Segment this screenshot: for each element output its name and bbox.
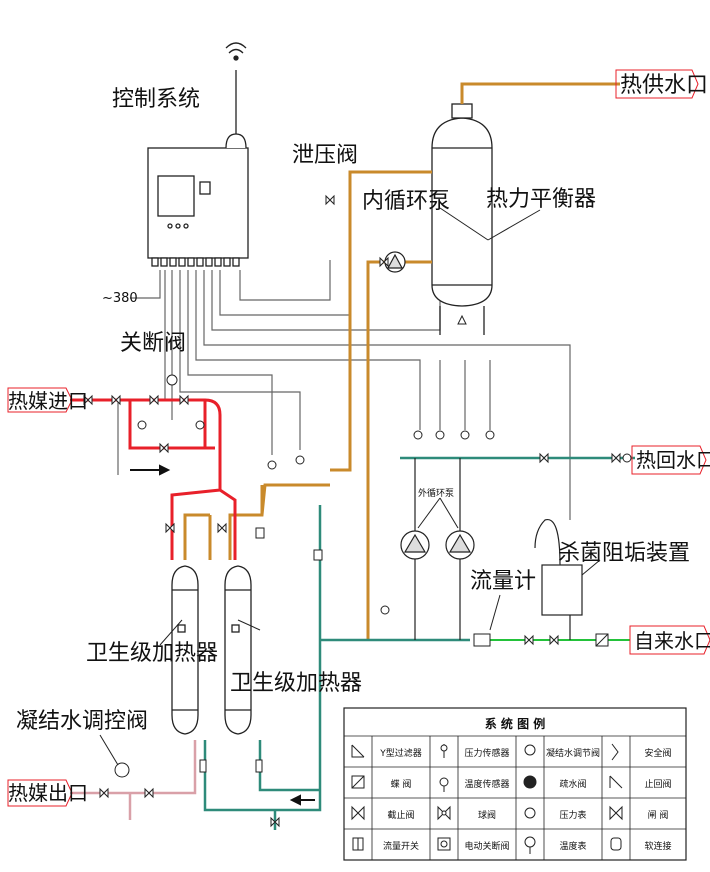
shutoff-valve-label: 关断阀 xyxy=(120,331,186,356)
tap-water-inlet-label: 自来水口 xyxy=(634,629,710,653)
flowmeter-label: 流量计 xyxy=(470,569,536,594)
legend-item: 温度表 xyxy=(559,840,586,852)
condensate-valve-label: 凝结水调控阀 xyxy=(16,709,148,734)
legend-item: 止回阀 xyxy=(644,778,671,790)
internal-pump xyxy=(384,251,406,273)
legend-item: 压力表 xyxy=(559,809,586,821)
legend-item: 蝶 阀 xyxy=(391,778,412,790)
legend-title: 系 统 图 例 xyxy=(485,716,546,731)
legend-item: Y型过滤器 xyxy=(379,747,422,759)
sanitary-heater-1-label: 卫生级加热器 xyxy=(86,641,218,666)
sterilizer-device xyxy=(534,519,583,640)
legend-table: 系 统 图 例 xyxy=(343,707,687,861)
sanitary-heaters xyxy=(171,565,252,735)
legend-symbols xyxy=(351,743,623,854)
sterilizer-label: 杀菌阻垢装置 xyxy=(558,541,690,566)
legend-item: 软连接 xyxy=(644,840,671,852)
legend-item: 电动关断阀 xyxy=(464,840,509,852)
return-water-lines xyxy=(203,456,635,830)
heat-medium-outlet-label: 热媒出口 xyxy=(8,781,88,805)
control-system-label: 控制系统 xyxy=(112,87,200,112)
valves-and-gauges xyxy=(83,194,632,828)
legend-item: 闸 阀 xyxy=(648,810,669,821)
flow-arrows xyxy=(130,464,315,806)
legend-item: 疏水阀 xyxy=(559,778,586,790)
legend-item: 截止阀 xyxy=(387,809,414,821)
heat-balancer-tank xyxy=(431,103,493,335)
pressure-relief-valve-label: 泄压阀 xyxy=(292,143,358,168)
leader-lines xyxy=(99,207,601,766)
external-pump-label: 外循环泵 xyxy=(418,487,454,499)
hot-supply-outlet-label: 热供水口 xyxy=(620,73,708,98)
legend-item: 凝结水调节阀 xyxy=(546,747,600,759)
legend-item: 球阀 xyxy=(478,809,496,821)
hot-return-inlet-label: 热回水口 xyxy=(636,448,710,472)
legend-item: 安全阀 xyxy=(644,747,671,759)
power-label: ~380 xyxy=(102,291,138,306)
control-wires xyxy=(117,260,571,520)
label-tags xyxy=(7,69,710,807)
heat-medium-inlet-label: 热媒进口 xyxy=(8,389,88,413)
heat-balancer-label: 热力平衡器 xyxy=(486,187,596,212)
control-cabinet xyxy=(147,42,249,267)
condensate-lines xyxy=(70,740,197,820)
legend-item: 流量开关 xyxy=(383,840,419,852)
legend-item: 压力传感器 xyxy=(464,747,509,759)
sanitary-heater-2-label: 卫生级加热器 xyxy=(230,671,362,696)
heat-medium-lines xyxy=(70,398,237,560)
external-pumps xyxy=(400,458,475,640)
internal-pump-label: 内循环泵 xyxy=(362,189,450,214)
legend-item: 温度传感器 xyxy=(464,778,509,790)
